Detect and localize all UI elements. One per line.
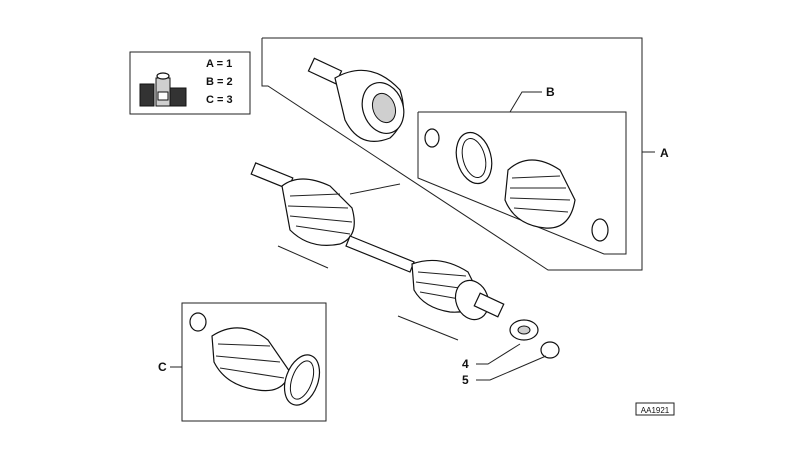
group-c-label: C <box>158 360 167 374</box>
legend-frame <box>129 51 251 115</box>
group-b-parts <box>424 128 609 242</box>
group-a-frame <box>261 37 643 271</box>
drive-shaft-assembly <box>250 162 505 321</box>
group-b-leader <box>509 91 542 113</box>
item-4-label: 4 <box>462 357 469 371</box>
tripod-joint <box>509 319 539 341</box>
item-5-label: 5 <box>462 373 469 387</box>
connector-line <box>349 183 401 195</box>
item-4-leader <box>476 343 521 365</box>
outer-cv-joint <box>307 57 405 142</box>
connector-line <box>277 245 329 269</box>
kit-boxes-icon <box>139 72 187 107</box>
group-b-frame <box>417 111 627 255</box>
kit-legend: A = 1 B = 2 C = 3 <box>129 51 251 115</box>
reference-code-box <box>635 402 675 416</box>
group-b-label: B <box>546 85 555 99</box>
legend-entry-b: B = 2 <box>206 76 233 88</box>
group-c-parts <box>189 312 321 406</box>
group-c-frame <box>181 302 327 422</box>
reference-code: AA1921 <box>641 406 670 415</box>
item-5-leader <box>476 355 547 381</box>
connector-line <box>397 315 459 341</box>
legend-entry-a: A = 1 <box>206 58 232 70</box>
circlip-ring <box>540 341 560 359</box>
group-a-label: A <box>660 146 669 160</box>
legend-entry-c: C = 3 <box>206 94 233 106</box>
